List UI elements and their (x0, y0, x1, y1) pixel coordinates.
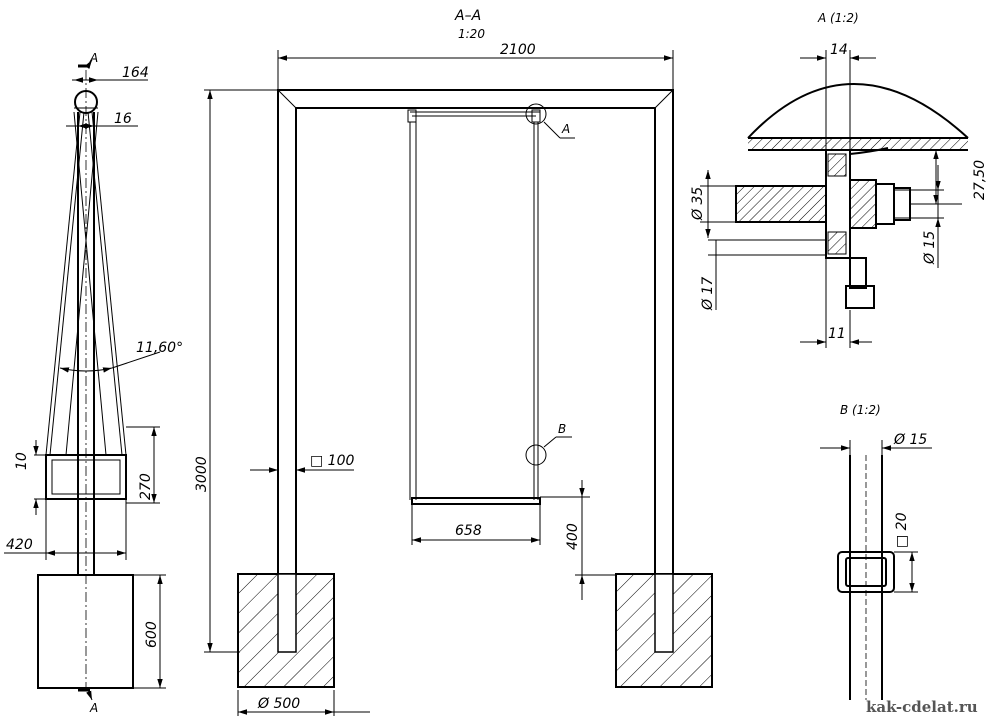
callout-b: B (558, 422, 566, 436)
side-view: A A 11,60° 164 16 (4, 51, 183, 715)
dim-600: 600 (144, 621, 160, 648)
detail-a-title: A (1:2) (817, 11, 859, 25)
dim-270: 270 (138, 473, 154, 500)
detail-a-dim-d35: Ø 35 (690, 187, 706, 221)
detail-a-dim-14: 14 (830, 42, 848, 58)
detail-a-dim-27-50: 27,50 (972, 160, 988, 200)
detail-b-dim-d15: Ø 15 (893, 432, 927, 448)
angle-label: 11,60° (136, 340, 183, 356)
section-title: A–A (454, 8, 481, 24)
watermark: kak-cdelat.ru (866, 698, 978, 716)
detail-a-dim-d17: Ø 17 (700, 277, 716, 311)
dim-footing: Ø 500 (257, 696, 300, 712)
section-mark-a-top: A (89, 51, 98, 65)
dim-10: 10 (14, 452, 30, 470)
detail-b-dim-sq20: □ 20 (894, 512, 910, 548)
detail-b: B (1:2) Ø 15 □ 20 (820, 403, 932, 700)
front-view: A–A 1:20 2100 3000 □ 100 (194, 8, 713, 716)
detail-a-dim-11: 11 (828, 326, 846, 342)
dim-seat-width: 658 (455, 523, 482, 539)
section-mark-a-bottom: A (89, 701, 98, 715)
dim-16: 16 (114, 111, 132, 127)
detail-a: A (1:2) 14 27,50 (690, 11, 988, 348)
detail-a-dim-d15: Ø 15 (922, 231, 938, 265)
dim-width: 2100 (500, 42, 536, 58)
dim-seat-height: 400 (565, 523, 581, 550)
detail-b-title: B (1:2) (840, 403, 881, 417)
dim-420: 420 (6, 537, 33, 553)
dim-post: □ 100 (310, 453, 354, 469)
dim-height: 3000 (194, 456, 210, 492)
callout-a: A (561, 122, 570, 136)
section-scale: 1:20 (458, 27, 485, 41)
dim-164: 164 (122, 65, 149, 81)
